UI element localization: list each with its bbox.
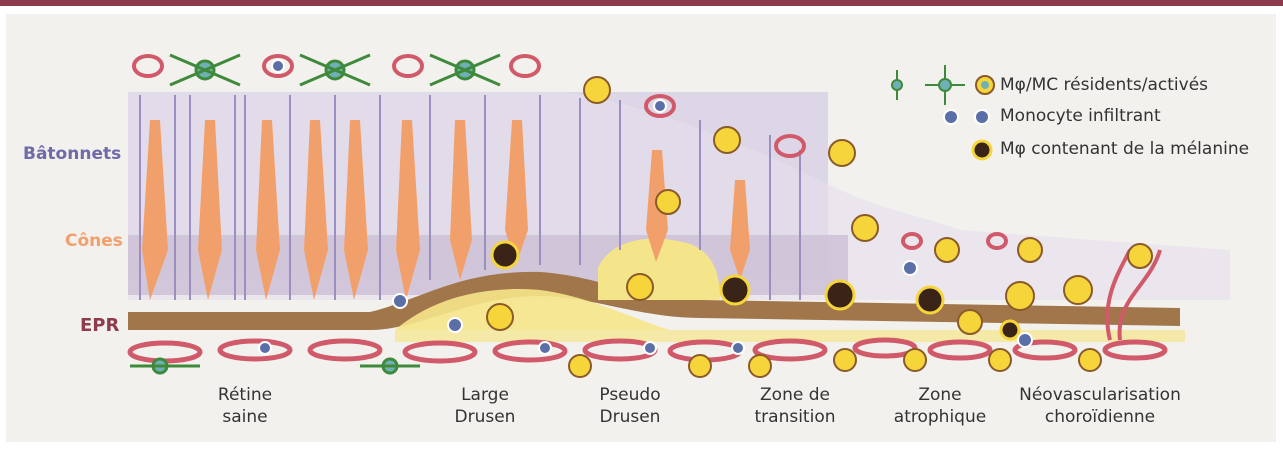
macrophage-cell (569, 355, 591, 377)
macrophage-cell (829, 140, 855, 166)
rpe-label: EPR (80, 315, 119, 336)
macrophage-cell (834, 349, 856, 371)
macrophage-cell (714, 127, 740, 153)
macrophage-cell (935, 238, 959, 262)
stage-line: Rétine (190, 384, 300, 406)
macrophage-cell (1064, 276, 1092, 304)
macrophage-cell (487, 304, 513, 330)
vessel (930, 342, 990, 358)
monocyte-cell (393, 294, 407, 308)
legend-icons (892, 65, 994, 159)
stage-atrophic-zone: Zone atrophique (880, 384, 1000, 428)
vessel (310, 341, 380, 359)
legend-monocyte: Monocyte infiltrant (1000, 106, 1161, 126)
stage-healthy-retina: Rétine saine (190, 384, 300, 428)
stage-line: transition (730, 406, 860, 428)
vessel (405, 343, 475, 361)
macrophage-cell (1079, 349, 1101, 371)
melanin-macrophage-cell (492, 242, 518, 268)
macrophage-cell (689, 355, 711, 377)
monocyte-cell (654, 100, 666, 112)
macrophage-cell (749, 355, 771, 377)
melanin-macrophage-cell (917, 287, 943, 313)
stage-line: saine (190, 406, 300, 428)
macrophage-cell (958, 310, 982, 334)
stage-line: choroïdienne (1005, 406, 1195, 428)
activated-macrophage-icon (976, 76, 994, 94)
macrophage-cell (904, 349, 926, 371)
macrophage-cell (1006, 282, 1034, 310)
monocyte-icon (944, 110, 989, 124)
melanin-macrophage-icon (973, 141, 991, 159)
stage-line: Zone de (730, 384, 860, 406)
stage-line: Drusen (430, 406, 540, 428)
macrophage-cell (852, 215, 878, 241)
stage-pseudo-drusen: Pseudo Drusen (575, 384, 685, 428)
monocyte-cell (644, 342, 656, 354)
stage-transition-zone: Zone de transition (730, 384, 860, 428)
macrophage-cell (1128, 244, 1152, 268)
monocyte-cell (272, 60, 284, 72)
vessel (134, 56, 162, 76)
stage-choroidal-neovascularization: Néovascularisation choroïdienne (1005, 384, 1195, 428)
melanin-macrophage-cell (1001, 321, 1019, 339)
stage-line: Néovascularisation (1005, 384, 1195, 406)
macrophage-cell (989, 349, 1011, 371)
macrophage-cell (656, 190, 680, 214)
stage-line: Pseudo (575, 384, 685, 406)
monocyte-cell (903, 261, 917, 275)
vessel (495, 342, 565, 360)
stage-line: Zone (880, 384, 1000, 406)
melanin-macrophage-cell (721, 276, 749, 304)
legend-melanin-macrophage: Mφ contenant de la mélanine (1000, 139, 1249, 159)
monocyte-cell (732, 342, 744, 354)
stage-line: Drusen (575, 406, 685, 428)
monocyte-cell (259, 342, 271, 354)
vessel (220, 341, 290, 359)
monocyte-cell (539, 342, 551, 354)
legend-resident-activated: Mφ/MC résidents/activés (1000, 75, 1208, 95)
vessel (1105, 342, 1165, 358)
vessel (511, 56, 539, 76)
rods-label: Bâtonnets (23, 144, 121, 164)
stage-line: Large (430, 384, 540, 406)
stage-line: atrophique (880, 406, 1000, 428)
macrophage-cell (627, 274, 653, 300)
stage-large-drusen: Large Drusen (430, 384, 540, 428)
resident-microglia-icon (892, 65, 965, 105)
melanin-macrophage-cell (826, 281, 854, 309)
cones-label: Cônes (65, 231, 123, 251)
macrophage-cell (1018, 238, 1042, 262)
vessel (394, 56, 422, 76)
monocyte-cell (448, 318, 462, 332)
monocyte-cell (1018, 333, 1032, 347)
vessel (130, 343, 200, 361)
macrophage-cell (584, 77, 610, 103)
